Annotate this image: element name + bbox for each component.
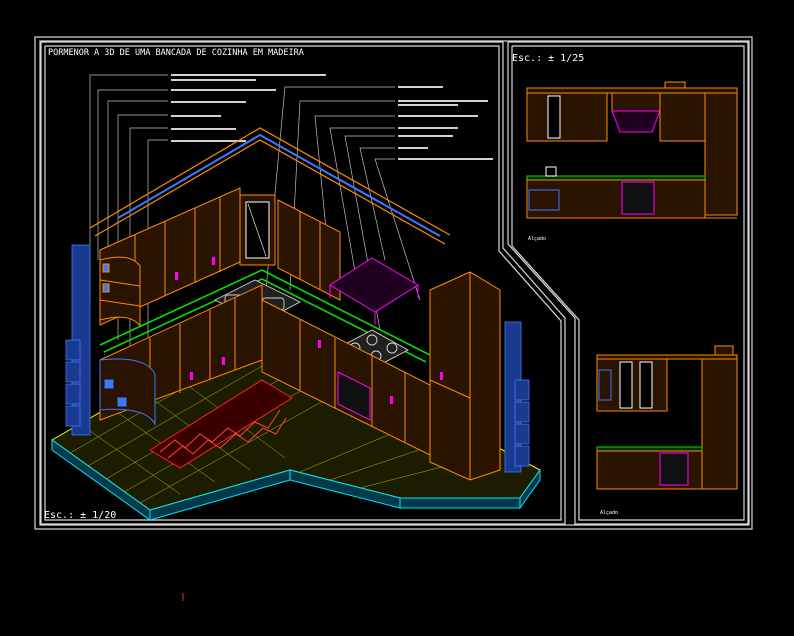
oven [337, 371, 371, 421]
cabinet-handles [175, 257, 443, 404]
right-wall-bricks [504, 321, 530, 473]
sheet-frame [34, 36, 753, 530]
elevation-top [526, 81, 738, 219]
elevation-view-frame [507, 41, 749, 525]
floor-rug [149, 379, 293, 469]
range-hood [329, 257, 419, 325]
round-end-base [99, 358, 156, 426]
left-wall-bricks [65, 244, 91, 436]
callouts-left [171, 74, 326, 142]
round-end-shelves [99, 256, 141, 328]
upper-cabinets-right [277, 199, 341, 301]
elevation-top-caption: Alçado [528, 236, 546, 242]
corner-glass-cabinet [239, 194, 276, 266]
tall-pantry-unit [429, 271, 501, 481]
back-wall-edge [117, 133, 441, 237]
elevation-bottom [596, 345, 738, 490]
main-view-frame [40, 41, 566, 525]
drawing-title: PORMENOR A 3D DE UMA BANCADA DE COZINHA … [48, 48, 304, 58]
callouts-right [398, 86, 493, 160]
elevation-bottom-caption: Alçado [600, 510, 618, 516]
back-wall-top [89, 127, 451, 245]
scale-main-label: Esc.: ± 1/20 [44, 510, 116, 521]
scale-elevation-label: Esc.: ± 1/25 [512, 53, 584, 64]
